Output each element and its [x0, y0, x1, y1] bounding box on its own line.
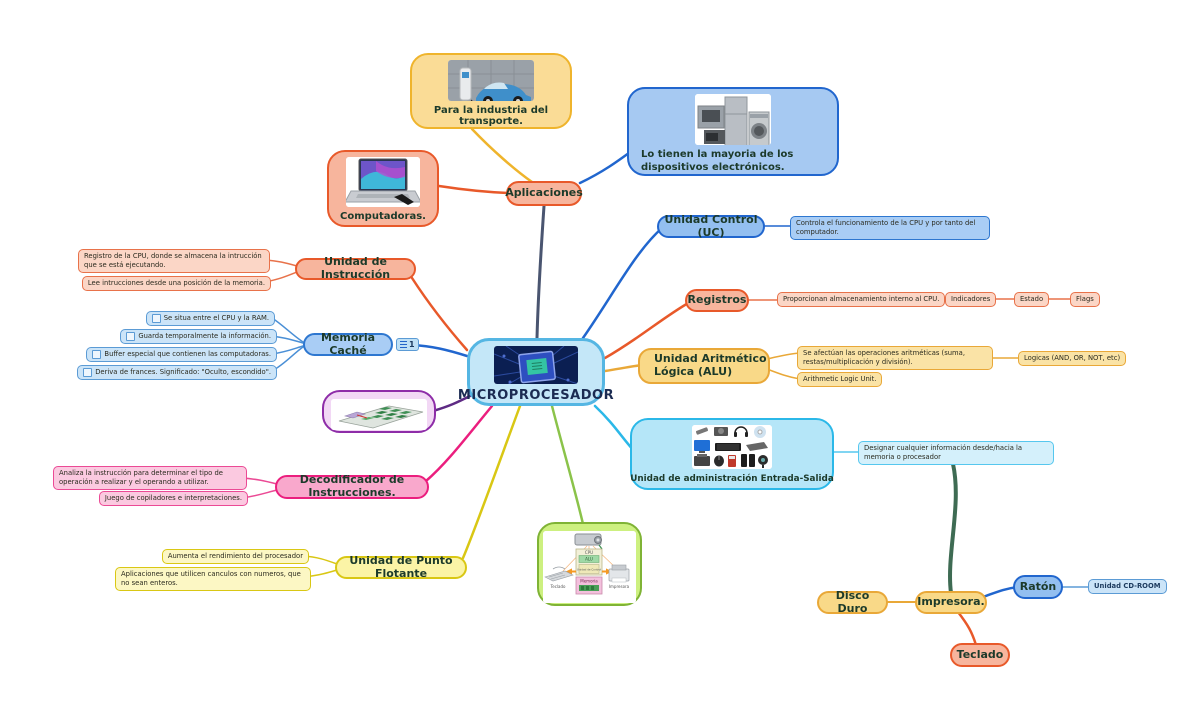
- node-microprocesador[interactable]: MICROPROCESADOR: [458, 338, 614, 406]
- connector-instruccion: [410, 276, 469, 352]
- laptop-image: [346, 157, 420, 207]
- connector-es: [593, 404, 637, 454]
- node-decodificador[interactable]: Decodificador de Instrucciones.: [275, 474, 429, 499]
- peripherals-image: [692, 425, 772, 469]
- note-cache-4[interactable]: Deriva de frances. Significado: "Oculto,…: [77, 365, 277, 380]
- note-cache-3-text: Buffer especial que contienen las comput…: [104, 350, 271, 359]
- node-unidad-instruccion[interactable]: Unidad de Instrucción: [295, 256, 416, 281]
- note-instruccion-1[interactable]: Registro de la CPU, donde se almacena la…: [78, 249, 270, 273]
- connector-registros: [603, 300, 692, 360]
- checklist-count: 1: [409, 340, 415, 349]
- center-title: MICROPROCESADOR: [457, 388, 615, 403]
- diagram-label-unidad-control: Unidad de Control: [577, 567, 602, 571]
- checklist-icon: [400, 341, 407, 348]
- connector-uc: [581, 226, 664, 340]
- connector-punto-flotante: [461, 404, 522, 560]
- note-flags[interactable]: Flags: [1070, 292, 1100, 307]
- node-aplicaciones[interactable]: Aplicaciones: [505, 181, 583, 206]
- note-punto-flotante-1[interactable]: Aumenta el rendimiento del procesador: [161, 549, 309, 564]
- note-decodificador-2[interactable]: Juego de copiladores e interpretaciones.: [98, 491, 248, 506]
- connector-decod-note1: [241, 477, 278, 485]
- checkbox-icon[interactable]: [83, 368, 93, 377]
- node-raton[interactable]: Ratón: [1013, 575, 1063, 599]
- connector-transporte: [470, 127, 534, 184]
- connector-decodificador: [424, 404, 494, 483]
- node-memoria-cache[interactable]: Memoria Caché: [303, 331, 393, 356]
- appliances-image: [695, 94, 771, 145]
- note-cache-4-text: Deriva de frances. Significado: "Oculto,…: [95, 368, 271, 377]
- checkbox-icon[interactable]: [126, 332, 136, 341]
- node-impresora[interactable]: Impresora.: [915, 591, 987, 614]
- connector-dispositivos: [578, 148, 635, 185]
- connector-computadoras: [437, 184, 510, 195]
- note-alu-operaciones[interactable]: Se afectúan las operaciones aritméticas …: [797, 346, 993, 370]
- note-cache-1-text: Se situa entre el CPU y la RAM.: [163, 314, 269, 323]
- card-entrada-salida[interactable]: Unidad de administración Entrada-Salida: [630, 418, 834, 490]
- connector-alu: [603, 363, 644, 373]
- card-computadoras[interactable]: Computadoras.: [327, 150, 439, 227]
- card-dispositivos[interactable]: Lo tienen la mayoria de los dispositivos…: [627, 87, 839, 176]
- diagram-label-memoria: Memoria: [580, 578, 598, 583]
- node-teclado[interactable]: Teclado: [950, 643, 1010, 667]
- connector-teclado: [956, 610, 978, 647]
- note-cache-1[interactable]: Se situa entre el CPU y la RAM.: [145, 311, 275, 326]
- note-estado[interactable]: Estado: [1014, 292, 1050, 307]
- note-designar[interactable]: Designar cualquier información desde/hac…: [858, 441, 1054, 465]
- diagram-label-cpu: CPU: [585, 550, 593, 555]
- node-disco-duro[interactable]: Disco Duro: [817, 589, 888, 614]
- checkbox-icon[interactable]: [92, 350, 102, 359]
- connector-cache: [410, 343, 469, 358]
- diagram-label-impresora: Impresora: [609, 584, 630, 589]
- card-ram[interactable]: [322, 390, 436, 433]
- cpu-chip-image: [494, 346, 578, 384]
- checklist-badge[interactable]: 1: [396, 338, 419, 351]
- electric-car-image: [448, 60, 534, 101]
- connector-aplicaciones-center: [535, 204, 546, 340]
- card-arquitectura[interactable]: CPU ALU Unidad de Control Memoria Teclad…: [537, 522, 642, 606]
- note-decodificador-1[interactable]: Analiza la instrucción para determinar e…: [53, 466, 247, 490]
- connector-alu-note1: [766, 352, 801, 360]
- card-transporte[interactable]: Para la industria del transporte.: [410, 53, 572, 129]
- note-indicadores[interactable]: Indicadores: [945, 292, 997, 307]
- note-alu-logicas[interactable]: Logicas (AND, OR, NOT, etc): [1018, 351, 1127, 366]
- checkbox-icon[interactable]: [151, 314, 161, 323]
- card-entrada-salida-caption: Unidad de administración Entrada-Salida: [630, 474, 834, 484]
- note-cache-2[interactable]: Guarda temporalmente la información.: [120, 329, 277, 344]
- connector-green-card: [550, 404, 585, 526]
- note-registros[interactable]: Proporcionan almacenamiento interno al C…: [777, 292, 946, 307]
- note-cache-2-text: Guarda temporalmente la información.: [138, 332, 271, 341]
- connector-alu-note2: [766, 368, 801, 380]
- ram-image: [331, 398, 427, 430]
- note-cd-room[interactable]: Unidad CD-ROOM: [1088, 579, 1167, 594]
- card-computadoras-caption: Computadoras.: [340, 211, 426, 222]
- note-cache-3[interactable]: Buffer especial que contienen las comput…: [86, 347, 277, 362]
- node-unidad-control[interactable]: Unidad Control (UC): [657, 213, 765, 238]
- node-punto-flotante[interactable]: Unidad de Punto Flotante: [335, 554, 467, 579]
- node-alu[interactable]: Unidad Aritmético Lógica (ALU): [638, 348, 770, 384]
- note-punto-flotante-2[interactable]: Aplicaciones que utilicen canculos con n…: [115, 567, 311, 591]
- diagram-label-alu: ALU: [585, 556, 593, 561]
- connector-ram: [431, 394, 472, 413]
- card-transporte-caption: Para la industria del transporte.: [433, 105, 549, 127]
- note-unidad-control[interactable]: Controla el funcionamiento de la CPU y p…: [790, 216, 990, 240]
- computer-architecture-diagram-image: CPU ALU Unidad de Control Memoria Teclad…: [543, 530, 636, 603]
- card-dispositivos-caption: Lo tienen la mayoria de los dispositivos…: [641, 149, 794, 173]
- node-registros[interactable]: Registros: [685, 289, 749, 312]
- diagram-label-teclado: Teclado: [550, 584, 567, 589]
- connector-designar-impresora: [948, 462, 958, 595]
- note-alu-nombre[interactable]: Arithmetic Logic Unit.: [797, 372, 883, 387]
- note-instruccion-2[interactable]: Lee intrucciones desde una posición de l…: [81, 276, 271, 291]
